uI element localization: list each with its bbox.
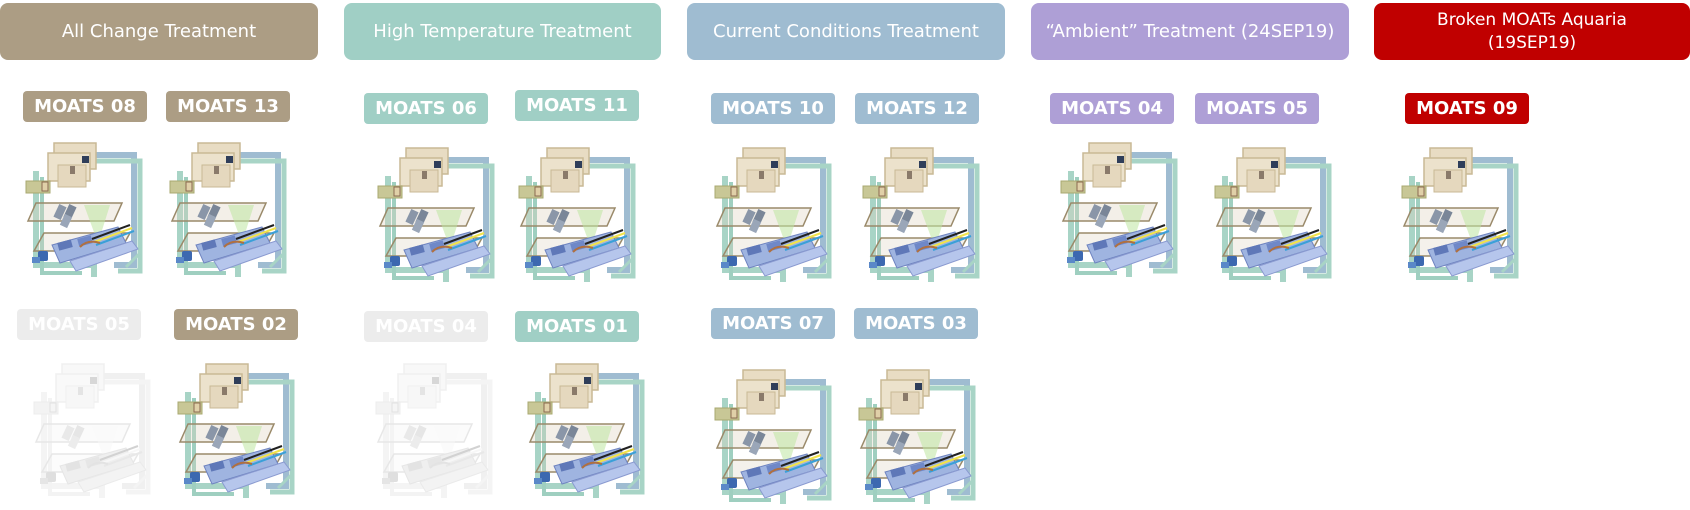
header-label: All Change Treatment — [61, 20, 257, 42]
moats-label-text: MOATS 05 — [28, 314, 130, 335]
moats-aquarium-icon — [515, 138, 645, 288]
moats-aquarium-illustration — [855, 360, 985, 510]
header-label-line1: Broken MOATs Aquaria — [1437, 10, 1627, 31]
moats-label: MOATS 03 — [854, 308, 978, 339]
moats-label: MOATS 13 — [166, 91, 290, 122]
moats-aquarium-illustration — [166, 133, 296, 283]
moats-aquarium-illustration — [711, 360, 841, 510]
moats-aquarium-illustration — [1057, 133, 1187, 283]
moats-label: MOATS 11 — [515, 90, 639, 121]
moats-label: MOATS 02 — [174, 309, 298, 340]
moats-aquarium-icon — [1057, 133, 1187, 283]
moats-label-text: MOATS 09 — [1416, 98, 1518, 119]
moats-label: MOATS 12 — [855, 93, 979, 124]
header-label-text: Broken MOATs Aquaria (19SEP19) — [1437, 9, 1627, 53]
moats-label-text: MOATS 05 — [1206, 98, 1308, 119]
moats-aquarium-illustration — [174, 354, 304, 504]
moats-label-text: MOATS 04 — [1061, 98, 1163, 119]
moats-label-text: MOATS 04 — [375, 316, 477, 337]
moats-label: MOATS 09 — [1405, 93, 1529, 124]
moats-label-text: MOATS 03 — [865, 313, 967, 334]
header-broken-moats-aquaria: Broken MOATs Aquaria (19SEP19) — [1374, 3, 1690, 60]
moats-aquarium-icon — [1211, 138, 1341, 288]
header-high-temperature-treatment: High Temperature Treatment — [344, 3, 661, 60]
moats-aquarium-illustration — [711, 138, 841, 288]
moats-label: MOATS 10 — [711, 93, 835, 124]
header-current-conditions-treatment: Current Conditions Treatment — [687, 3, 1005, 60]
moats-label: MOATS 01 — [515, 311, 639, 342]
moats-label-text: MOATS 08 — [34, 96, 136, 117]
moats-aquarium-illustration — [374, 138, 504, 288]
moats-aquarium-icon — [174, 354, 304, 504]
moats-label-text: MOATS 12 — [866, 98, 968, 119]
moats-label: MOATS 05 — [1195, 93, 1319, 124]
moats-aquarium-illustration — [1398, 138, 1528, 288]
moats-label-inactive: MOATS 04 — [364, 311, 488, 342]
moats-aquarium-illustration — [22, 133, 152, 283]
moats-label-text: MOATS 01 — [526, 316, 628, 337]
moats-aquarium-icon — [374, 138, 504, 288]
moats-label-text: MOATS 07 — [722, 313, 824, 334]
moats-aquarium-icon — [855, 360, 985, 510]
moats-label: MOATS 08 — [23, 91, 147, 122]
moats-aquarium-illustration-inactive — [372, 354, 502, 504]
moats-aquarium-illustration — [524, 354, 654, 504]
header-label: Current Conditions Treatment — [713, 20, 979, 42]
moats-aquarium-icon — [1398, 138, 1528, 288]
moats-label: MOATS 04 — [1050, 93, 1174, 124]
header-ambient-treatment: “Ambient” Treatment (24SEP19) — [1031, 3, 1349, 60]
moats-label-text: MOATS 06 — [375, 98, 477, 119]
moats-label-text: MOATS 13 — [177, 96, 279, 117]
moats-aquarium-icon — [372, 354, 502, 504]
moats-aquarium-icon — [22, 133, 152, 283]
moats-label-inactive: MOATS 05 — [17, 309, 141, 340]
moats-aquarium-illustration — [859, 138, 989, 288]
moats-aquarium-icon — [711, 138, 841, 288]
moats-aquarium-icon — [166, 133, 296, 283]
moats-aquarium-icon — [30, 354, 160, 504]
moats-label-text: MOATS 02 — [185, 314, 287, 335]
moats-aquarium-illustration — [1211, 138, 1341, 288]
header-label-line2: (19SEP19) — [1487, 32, 1577, 53]
moats-label: MOATS 07 — [711, 308, 835, 339]
moats-label: MOATS 06 — [364, 93, 488, 124]
moats-aquarium-illustration — [515, 138, 645, 288]
moats-aquarium-icon — [524, 354, 654, 504]
header-label: High Temperature Treatment — [373, 20, 632, 42]
header-all-change-treatment: All Change Treatment — [0, 3, 318, 60]
moats-aquarium-illustration-inactive — [30, 354, 160, 504]
header-label: “Ambient” Treatment (24SEP19) — [1045, 20, 1335, 42]
moats-label-text: MOATS 10 — [722, 98, 824, 119]
moats-label-text: MOATS 11 — [526, 95, 628, 116]
moats-aquarium-icon — [859, 138, 989, 288]
moats-aquarium-icon — [711, 360, 841, 510]
